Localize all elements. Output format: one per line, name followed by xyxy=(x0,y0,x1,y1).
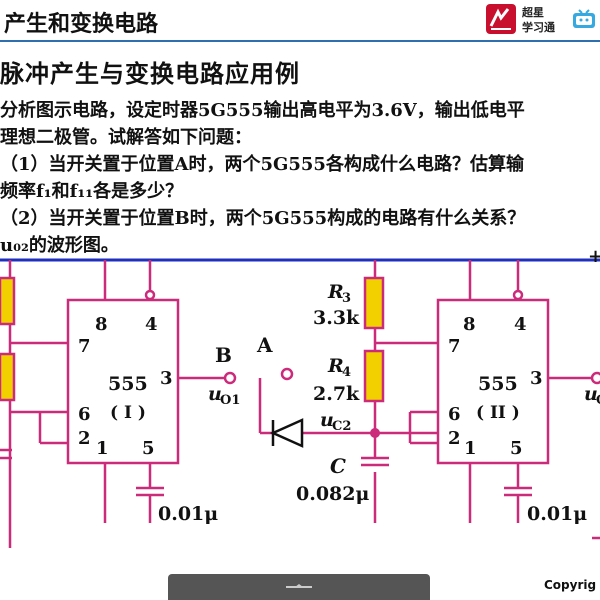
chip1-name: 555 xyxy=(108,373,148,395)
r4-value: 2.7k xyxy=(313,383,360,405)
chip1-pin6: 6 xyxy=(78,404,91,425)
output-uo2-terminal xyxy=(590,371,600,385)
chip1-pin2: 2 xyxy=(78,428,91,449)
question-line: 理想二极管。试解答如下问题： xyxy=(0,127,252,148)
chaoxing-logo-icon xyxy=(486,4,516,34)
copyright-text: Copyrig xyxy=(544,578,597,592)
chip2-pin4-terminal xyxy=(512,289,524,301)
r3-value: 3.3k xyxy=(313,307,360,329)
logo-text-line1: 超星 xyxy=(522,6,544,19)
chip1-pin3: 3 xyxy=(160,368,173,389)
chip1-pin7: 7 xyxy=(78,336,91,357)
switch-position-a: A xyxy=(256,333,273,357)
uo1-sub: O1 xyxy=(220,393,240,408)
switch-a-terminal xyxy=(280,367,294,381)
chip2-cap-value: 0.01μ xyxy=(527,503,587,525)
plus-sign: + xyxy=(588,248,600,267)
question-line: u₀₂的波形图。 xyxy=(0,235,119,256)
chip2-name: 555 xyxy=(478,373,518,395)
output-uo1-terminal xyxy=(223,371,237,385)
uc2-sub: C2 xyxy=(332,419,351,434)
slide-header: 产生和变换电路 超星 学习通 xyxy=(0,0,600,42)
question-line: （2）当开关置于位置B时，两个5G555构成的电路有什么关系？ xyxy=(0,208,526,229)
chip1-pin4: 4 xyxy=(145,314,158,335)
chip2-pin1: 1 xyxy=(464,438,477,459)
cap-c-name: C xyxy=(330,454,346,478)
chip2-pin7: 7 xyxy=(448,336,461,357)
chip1-cap-value: 0.01μ xyxy=(158,503,218,525)
uo2-sub: O2 xyxy=(596,393,600,408)
logo-text-line2: 学习通 xyxy=(522,21,555,34)
question-line: 频率f₁和f₁₁各是多少？ xyxy=(0,181,184,202)
uo2-label: u xyxy=(584,383,598,405)
chip2-pin5: 5 xyxy=(510,438,523,459)
chip2-pin2: 2 xyxy=(448,428,461,449)
tv-icon xyxy=(573,9,595,28)
uc2-label: u xyxy=(320,409,334,431)
chip2-pin6: 6 xyxy=(448,404,461,425)
uo1-label: u xyxy=(208,383,222,405)
chip2-pin3: 3 xyxy=(530,368,543,389)
playback-bar[interactable] xyxy=(168,574,430,600)
chip2-pin4: 4 xyxy=(514,314,527,335)
r3-sub: 3 xyxy=(342,291,351,306)
ic-555-2 xyxy=(436,298,550,465)
chip1-pin5: 5 xyxy=(142,438,155,459)
r4-sub: 4 xyxy=(342,365,351,380)
diode-symbol xyxy=(269,418,304,448)
chaoxing-logo: 超星 学习通 xyxy=(486,4,556,36)
resistor-r3 xyxy=(363,276,385,330)
junction-node xyxy=(370,428,380,438)
chip1-roman: ( I ) xyxy=(110,403,146,423)
section-title: 脉冲产生与变换电路应用例 xyxy=(0,59,300,88)
chip1-pin4-terminal xyxy=(144,289,156,301)
switch-position-b: B xyxy=(215,343,232,367)
header-title: 产生和变换电路 xyxy=(4,12,159,37)
resistor-r2 xyxy=(0,352,16,402)
chip2-pin8: 8 xyxy=(463,314,476,335)
r3-name: R xyxy=(327,281,344,303)
chip1-pin1: 1 xyxy=(96,438,109,459)
circuit-diagram: + 8 xyxy=(0,248,600,548)
question-line: （1）当开关置于位置A时，两个5G555各构成什么电路？估算输 xyxy=(0,154,524,175)
chip1-pin8: 8 xyxy=(95,314,108,335)
ic-555-1 xyxy=(66,298,180,465)
resistor-r1 xyxy=(0,276,16,326)
question-line: 分析图示电路，设定时器5G555输出高电平为3.6V，输出低电平 xyxy=(0,100,525,121)
chip2-roman: ( II ) xyxy=(476,403,520,423)
r4-name: R xyxy=(327,355,344,377)
resistor-r4 xyxy=(363,349,385,403)
cap-c-value: 0.082μ xyxy=(296,483,369,505)
expand-handle-icon[interactable] xyxy=(286,584,312,590)
